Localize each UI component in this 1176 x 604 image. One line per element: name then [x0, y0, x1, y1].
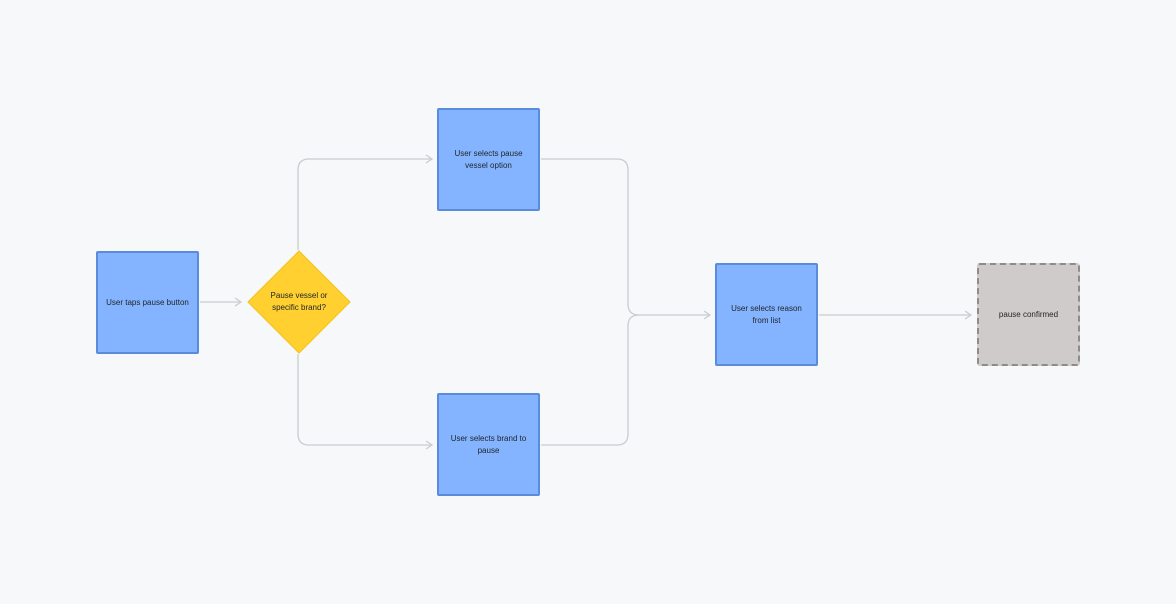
node-user-taps-pause[interactable]: User taps pause button: [96, 251, 199, 354]
node-select-pause-vessel[interactable]: User selects pause vessel option: [437, 108, 540, 211]
node-pause-confirmed-label: pause confirmed: [998, 309, 1059, 319]
node-user-taps-pause-label: User taps pause button: [106, 297, 189, 307]
connector-select-brand-to-reason: [541, 314, 640, 446]
decision-label-wrap: Pause vessel or specific brand?: [265, 278, 333, 326]
decision-diamond[interactable]: [247, 250, 351, 354]
connector-decision-to-pause-vessel: [297, 158, 431, 250]
connector-decision-to-select-brand: [297, 354, 431, 446]
arrowhead-decision: [234, 297, 243, 307]
node-select-reason-label: User selects reason from list: [731, 303, 802, 325]
arrowhead-confirmed: [964, 310, 973, 320]
node-select-reason[interactable]: User selects reason from list: [715, 263, 818, 366]
decision-label: Pause vessel or specific brand?: [270, 291, 328, 312]
node-pause-confirmed[interactable]: pause confirmed: [977, 263, 1080, 366]
arrowhead-pause-vessel: [425, 154, 434, 164]
arrowhead-select-brand: [425, 440, 434, 450]
arrowhead-select-reason: [703, 310, 712, 320]
node-select-pause-vessel-label: User selects pause vessel option: [454, 148, 523, 170]
connector-pause-vessel-to-reason: [541, 158, 709, 316]
node-select-brand-label: User selects brand to pause: [450, 433, 527, 455]
node-select-brand[interactable]: User selects brand to pause: [437, 393, 540, 496]
